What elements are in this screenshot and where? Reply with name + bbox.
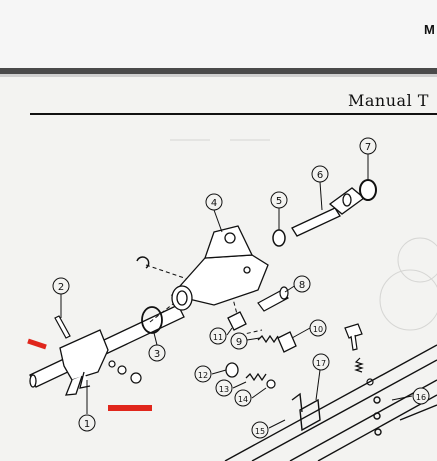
- callout-circle-4: [205, 193, 223, 211]
- callout-label-9: 9: [236, 337, 242, 348]
- ring-part: [359, 179, 377, 201]
- callout-label-16: 16: [416, 393, 426, 402]
- callout-circles: [52, 137, 430, 439]
- background-ghost-lines: [170, 139, 437, 331]
- callout-circle-2: [52, 277, 70, 295]
- callout-label-7: 7: [365, 142, 371, 153]
- rod-part: [291, 187, 366, 237]
- callout-circle-16: [412, 387, 430, 405]
- previous-page-strip: M: [0, 0, 437, 70]
- section-title: Manual T: [348, 91, 429, 110]
- spring-parts: [245, 334, 279, 382]
- callout-circle-6: [311, 165, 329, 183]
- callout-label-17: 17: [316, 359, 326, 368]
- callout-circle-7: [359, 137, 377, 155]
- callout-label-5: 5: [276, 196, 282, 207]
- bolt-part: [257, 286, 289, 312]
- callout-circle-8: [293, 275, 311, 293]
- sleeve-part: [227, 311, 247, 331]
- callout-circle-13: [215, 379, 233, 397]
- page-divider: [0, 68, 437, 74]
- shift-housing: [170, 225, 269, 311]
- red-annotation-mark-left: [27, 338, 47, 350]
- washer: [272, 229, 286, 247]
- callout-label-11: 11: [213, 333, 223, 342]
- callout-label-14: 14: [238, 395, 248, 404]
- ball-part: [266, 379, 276, 389]
- callout-label-1: 1: [84, 419, 90, 430]
- circlip: [136, 256, 150, 269]
- callout-circle-12: [194, 365, 212, 383]
- callout-label-15: 15: [255, 427, 265, 436]
- plug-part: [277, 331, 297, 353]
- leader-lines: [60, 154, 413, 429]
- page-divider-shadow: [0, 74, 437, 77]
- callout-label-13: 13: [219, 385, 229, 394]
- callout-circle-9: [230, 332, 248, 350]
- shift-fork-block: [59, 329, 109, 396]
- callout-label-10: 10: [313, 325, 323, 334]
- callout-label-2: 2: [58, 282, 64, 293]
- cap-part: [225, 362, 239, 378]
- small-washers: [108, 360, 142, 384]
- callout-circle-5: [270, 191, 288, 209]
- callout-label-3: 3: [154, 349, 160, 360]
- callout-label-8: 8: [299, 280, 305, 291]
- callout-circle-17: [312, 353, 330, 371]
- callout-label-4: 4: [211, 198, 217, 209]
- transmission-rails: [224, 344, 437, 461]
- callout-label-12: 12: [198, 371, 208, 380]
- callout-circle-11: [209, 327, 227, 345]
- red-annotation-mark-bottom: [108, 405, 152, 411]
- callout-circle-3: [148, 344, 166, 362]
- vertical-bolt: [344, 323, 363, 351]
- callout-circle-14: [234, 389, 252, 407]
- o-ring: [141, 306, 163, 334]
- callout-label-6: 6: [317, 170, 323, 181]
- callout-circle-1: [78, 414, 96, 432]
- pin-part: [54, 315, 71, 339]
- callout-circle-10: [309, 319, 327, 337]
- callout-circle-15: [251, 421, 269, 439]
- header-code: M: [424, 22, 435, 37]
- title-rule: [30, 113, 437, 115]
